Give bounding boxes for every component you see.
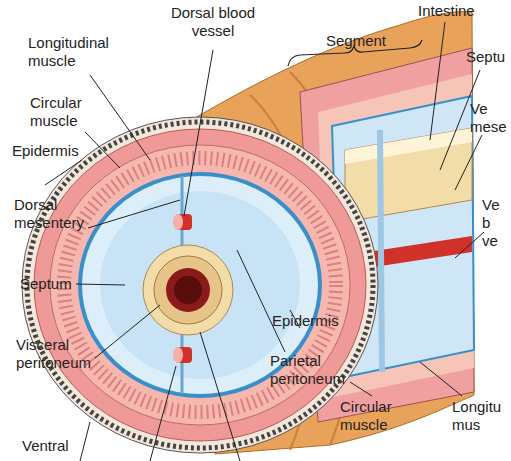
- septum-disk: [100, 191, 300, 379]
- cutaway-intestine-highlight: [345, 128, 472, 164]
- ventral-vessel-end: [173, 347, 183, 363]
- part-label: Segment: [326, 32, 406, 50]
- part-label: Ve mese: [470, 100, 510, 136]
- part-label: Dorsal blood vessel: [158, 4, 268, 40]
- part-label: Epidermis: [12, 142, 102, 160]
- part-label: Epidermis: [272, 312, 362, 330]
- circular-muscle-ring: [34, 129, 366, 441]
- part-label: Septum: [20, 275, 90, 293]
- part-label: Septu: [466, 48, 511, 66]
- part-label: Longitu mus: [452, 398, 510, 434]
- part-label: Circular muscle: [340, 398, 420, 434]
- cutaway-intestine: [345, 128, 472, 222]
- dorsal-vessel-end: [173, 214, 183, 230]
- intestine-lumen: [166, 268, 210, 312]
- epidermis-cells: [27, 122, 373, 448]
- intestine-wall: [143, 245, 233, 335]
- part-label: Visceral peritoneum: [16, 336, 106, 372]
- part-label: Longitudinal muscle: [28, 34, 128, 70]
- part-label: Intestine: [418, 2, 498, 20]
- part-label: Dorsal mesentery: [14, 196, 104, 232]
- part-label: Ve b ve: [482, 196, 510, 250]
- part-label: Parietal peritoneum: [270, 352, 360, 388]
- intestine-lumen-core: [174, 276, 202, 304]
- part-label: Ventral: [22, 437, 102, 455]
- part-label: Circular muscle: [30, 94, 110, 130]
- leader-lines: [45, 22, 484, 461]
- intestine-lining: [154, 256, 222, 324]
- cutaway-septum: [380, 130, 382, 372]
- epidermis-ring: [22, 117, 378, 453]
